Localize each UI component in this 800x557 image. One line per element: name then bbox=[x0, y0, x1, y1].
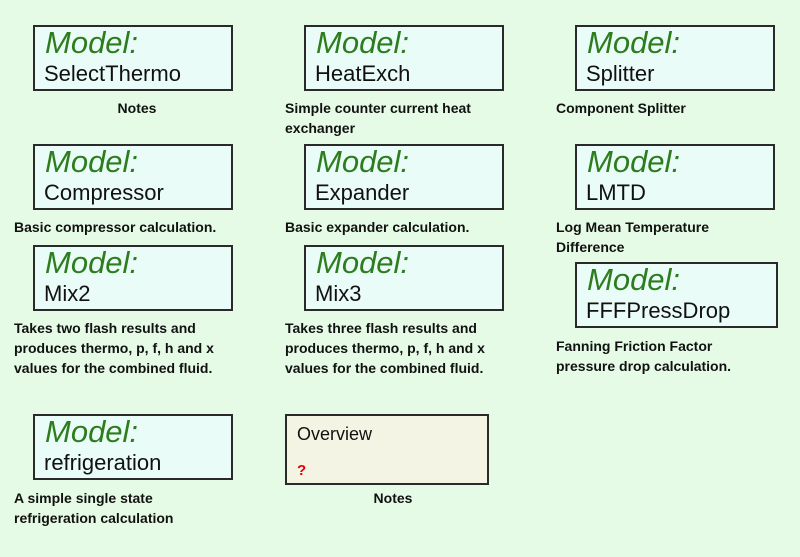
model-box-compressor[interactable]: Model: Compressor bbox=[33, 144, 233, 210]
model-keyword: Model: bbox=[316, 25, 410, 60]
model-description-expander: Basic expander calculation. bbox=[285, 219, 470, 235]
model-box-lmtd[interactable]: Model: LMTD bbox=[575, 144, 775, 210]
model-name: SelectThermo bbox=[44, 61, 181, 86]
model-description-refrigeration: A simple single state refrigeration calc… bbox=[14, 490, 174, 526]
model-name: HeatExch bbox=[315, 61, 411, 86]
model-description-ffpressdrop: Fanning Friction Factor pressure drop ca… bbox=[556, 338, 732, 374]
model-name: Compressor bbox=[44, 180, 164, 205]
model-keyword: Model: bbox=[45, 414, 139, 449]
model-box-mix2[interactable]: Model: Mix2 bbox=[33, 245, 233, 311]
model-keyword: Model: bbox=[316, 245, 410, 280]
model-keyword: Model: bbox=[587, 262, 681, 297]
model-name: refrigeration bbox=[44, 450, 162, 475]
model-description-mix3: Takes three flash results and produces t… bbox=[285, 320, 485, 376]
model-keyword: Model: bbox=[45, 144, 139, 179]
model-name: LMTD bbox=[586, 180, 646, 205]
model-keyword: Model: bbox=[587, 25, 681, 60]
model-description-heatexch: Simple counter current heat exchanger bbox=[285, 100, 471, 136]
model-keyword: Model: bbox=[587, 144, 681, 179]
model-box-expander[interactable]: Model: Expander bbox=[304, 144, 504, 210]
model-box-selectthermo[interactable]: Model: SelectThermo bbox=[33, 25, 233, 91]
model-description-mix2: Takes two flash results and produces the… bbox=[14, 320, 214, 376]
model-name: Mix3 bbox=[315, 281, 362, 306]
model-keyword: Model: bbox=[45, 25, 139, 60]
overview-title: Overview bbox=[297, 424, 373, 444]
help-icon[interactable]: ? bbox=[297, 462, 307, 479]
model-name: FFFPressDrop bbox=[586, 298, 731, 323]
model-box-splitter[interactable]: Model: Splitter bbox=[575, 25, 775, 91]
model-box-heatexch[interactable]: Model: HeatExch bbox=[304, 25, 504, 91]
model-keyword: Model: bbox=[45, 245, 139, 280]
model-box-refrigeration[interactable]: Model: refrigeration bbox=[33, 414, 233, 480]
model-name: Expander bbox=[315, 180, 410, 205]
model-description-splitter: Component Splitter bbox=[556, 100, 686, 116]
overview-box[interactable]: Overview ? bbox=[285, 414, 489, 485]
overview-caption: Notes bbox=[373, 490, 413, 506]
model-description-compressor: Basic compressor calculation. bbox=[14, 219, 217, 235]
model-description-selectthermo: Notes bbox=[117, 100, 157, 116]
model-box-ffpressdrop[interactable]: Model: FFFPressDrop bbox=[575, 262, 778, 328]
model-name: Splitter bbox=[586, 61, 655, 86]
model-name: Mix2 bbox=[44, 281, 91, 306]
model-keyword: Model: bbox=[316, 144, 410, 179]
model-box-mix3[interactable]: Model: Mix3 bbox=[304, 245, 504, 311]
model-description-lmtd: Log Mean Temperature Difference bbox=[556, 219, 709, 255]
